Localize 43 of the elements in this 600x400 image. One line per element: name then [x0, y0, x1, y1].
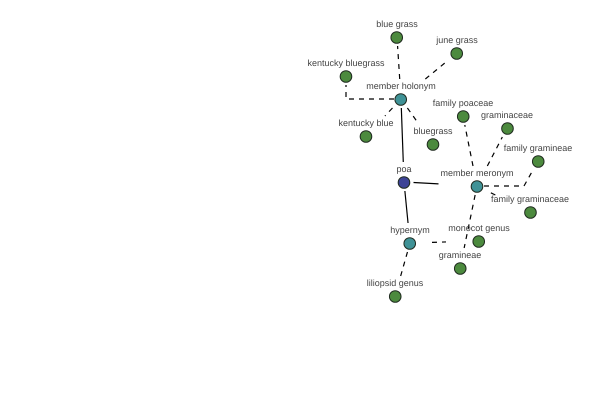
node-label: family graminaceae: [490, 194, 570, 204]
dashed-connector: [400, 252, 408, 276]
graph-node: [366, 278, 424, 302]
node-label: monocot genus: [448, 222, 510, 234]
graph-node: [413, 126, 453, 150]
connector: [413, 182, 439, 184]
graph-node: [504, 142, 572, 168]
dashed-connector: [432, 241, 446, 243]
node-label: graminaceae: [480, 110, 534, 120]
graph-node: [390, 224, 430, 250]
node-label: family gramineae: [504, 142, 572, 154]
graph-node: [436, 34, 478, 60]
node-label: june grass: [436, 34, 478, 46]
dashed-connector: [345, 85, 394, 100]
dashed-connector: [486, 136, 503, 166]
graph-node: [440, 168, 514, 192]
dashed-connector: [484, 170, 534, 187]
graph-node: [480, 110, 534, 134]
graph-node: [376, 18, 418, 44]
dashed-connector: [464, 124, 474, 166]
node-label: hypernym: [390, 224, 430, 236]
node-label: member holonym: [366, 80, 436, 92]
node-label: kentucky blue: [338, 118, 394, 128]
node-label: blue grass: [376, 18, 418, 30]
node-label: member meronym: [440, 168, 514, 178]
node-label: gramineae: [438, 250, 482, 260]
dashed-connector: [396, 46, 400, 80]
node-label: family poaceae: [432, 98, 494, 108]
graph-node: [448, 222, 510, 248]
dashed-connector: [424, 62, 446, 80]
dashed-connector: [464, 194, 476, 248]
node-label: bluegrass: [413, 126, 453, 136]
graph-node: [438, 250, 482, 274]
node-label: liliopsid genus: [366, 278, 424, 288]
connector: [400, 108, 404, 162]
graph-node: [490, 194, 570, 218]
dashed-connector: [488, 191, 496, 196]
connector: [404, 190, 409, 224]
node-label: kentucky bluegrass: [307, 58, 385, 68]
dashed-connector: [384, 108, 393, 116]
node-label: poa: [396, 164, 412, 174]
graph-node: [338, 118, 394, 142]
graph-node: [307, 58, 385, 82]
